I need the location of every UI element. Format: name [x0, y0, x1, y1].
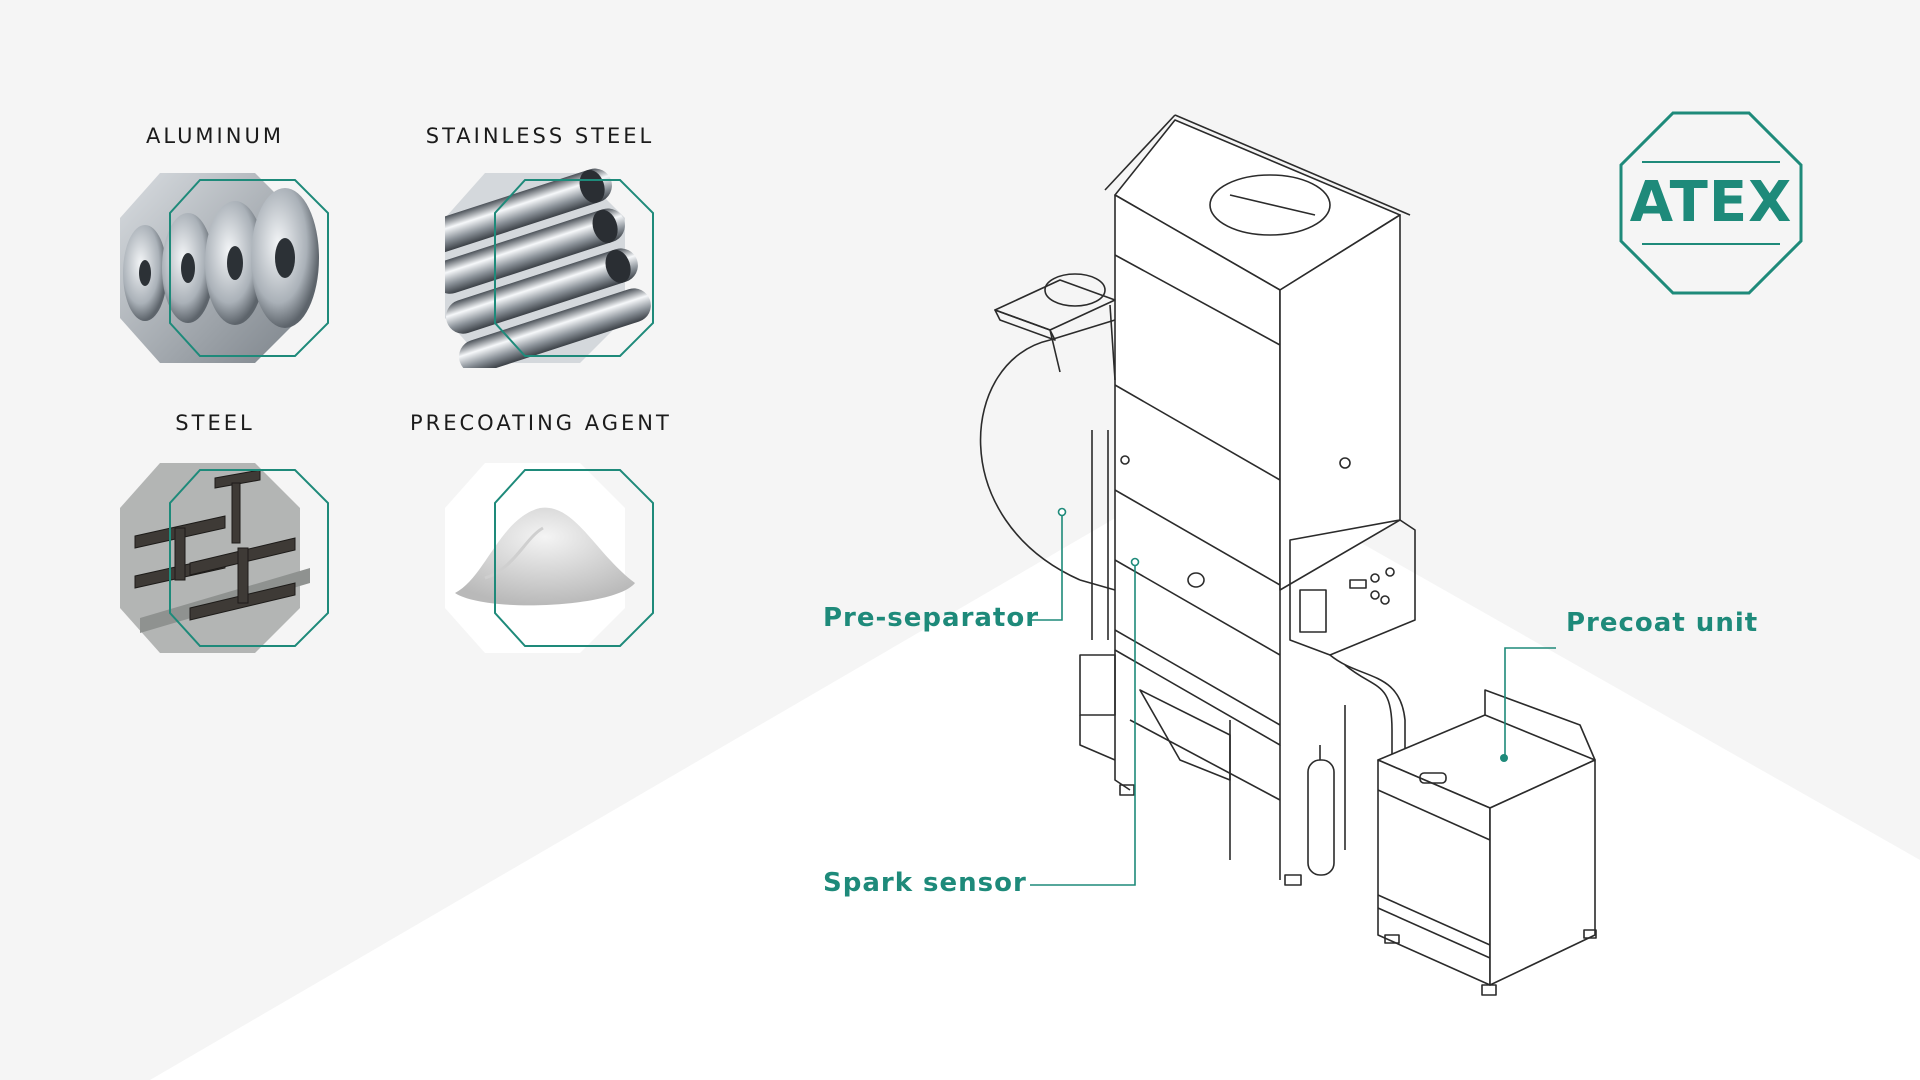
- atex-label: ATEX: [1629, 170, 1793, 235]
- spark-sensor-leader: [1030, 565, 1136, 886]
- pre-separator-leader: [1030, 515, 1063, 621]
- material-label-stainless-steel: STAINLESS STEEL: [425, 124, 655, 148]
- precoat-unit-leader: [1504, 647, 1556, 756]
- steel-beams-image: [120, 463, 329, 653]
- aluminum-coil-rolls-image: [120, 173, 329, 363]
- material-label-precoating-agent: PRECOATING AGENT: [410, 411, 672, 435]
- precoat-powder-pile-image: [445, 463, 654, 653]
- callout-spark-sensor: Spark sensor: [823, 868, 1027, 898]
- pre-separator-cylinder: [979, 273, 1116, 761]
- material-label-steel: STEEL: [175, 411, 255, 435]
- atex-certification-badge: ATEX: [1618, 110, 1804, 296]
- material-label-aluminum: ALUMINUM: [146, 124, 284, 148]
- gas-cylinder: [1307, 745, 1335, 876]
- stainless-steel-tubes-image: [445, 168, 654, 368]
- precoat-unit-cabinet: [1377, 689, 1597, 996]
- atex-octagon-icon: [1619, 111, 1803, 295]
- filter-system-drawing: [979, 114, 1597, 996]
- callout-precoat-unit: Precoat unit: [1566, 608, 1759, 638]
- callout-pre-separator: Pre-separator: [823, 603, 1040, 633]
- cabinet-base-frame: [1114, 650, 1346, 886]
